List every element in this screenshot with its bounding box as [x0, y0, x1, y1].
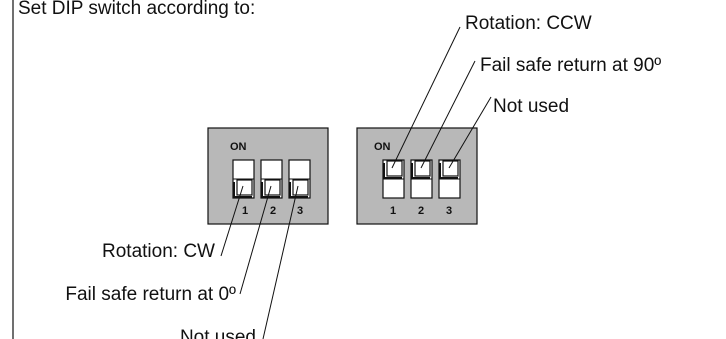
label-rotation-cw: Rotation: CW [102, 241, 215, 262]
callout-line-not-used-left [262, 185, 299, 339]
dip-slider-2 [260, 159, 283, 199]
dip-switch-off: ON 1 2 3 [207, 127, 329, 225]
label-failsafe-0: Fail safe return at 0º [65, 284, 236, 305]
on-label: ON [230, 141, 247, 153]
on-label: ON [374, 141, 391, 153]
header-text: Set DIP switch according to: [18, 0, 255, 19]
callout-line-not-used-right [448, 96, 492, 169]
callout-line-failsafe-0 [239, 185, 272, 295]
switch-number-2: 2 [270, 205, 276, 217]
label-not-used-right: Not used [493, 96, 569, 117]
switch-number-2: 2 [418, 205, 424, 217]
label-not-used-left: Not used [180, 327, 256, 339]
switch-number-1: 1 [242, 205, 248, 217]
dip-slider-3 [438, 159, 461, 199]
callout-line-ccw [391, 26, 461, 169]
dip-slider-3 [288, 159, 311, 199]
switch-number-3: 3 [297, 205, 303, 217]
dip-switch-on: ON 1 2 3 [356, 127, 478, 225]
dip-slider-1 [382, 159, 405, 199]
callout-line-failsafe-90 [420, 60, 476, 169]
dip-slider-1 [232, 159, 255, 199]
callout-line-cw [220, 185, 244, 257]
label-rotation-ccw: Rotation: CCW [465, 13, 592, 34]
label-failsafe-90: Fail safe return at 90º [480, 55, 661, 76]
switch-number-1: 1 [390, 205, 396, 217]
dip-slider-2 [410, 159, 433, 199]
switch-number-3: 3 [446, 205, 452, 217]
